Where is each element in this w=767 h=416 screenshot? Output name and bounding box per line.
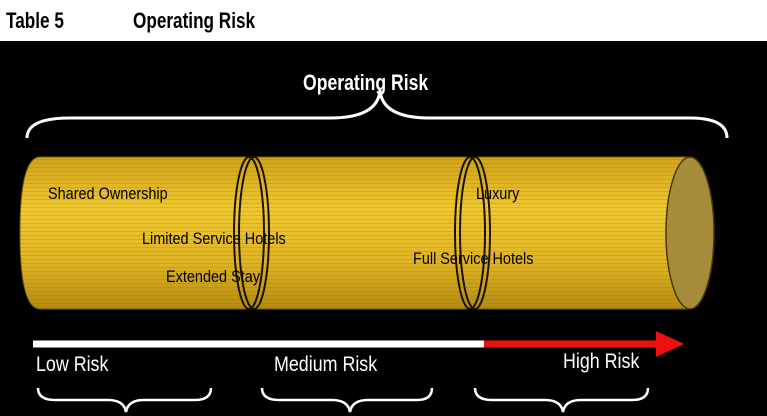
medium-risk-brace (260, 387, 434, 413)
top-brace (25, 89, 729, 139)
diagram-title: Operating Risk (303, 70, 429, 95)
segment-label-luxury: Luxury (476, 184, 520, 203)
high-risk-brace (473, 387, 650, 413)
cylinder (19, 156, 715, 310)
segment-label-shared-ownership: Shared Ownership (48, 184, 168, 203)
table-title: Operating Risk (133, 8, 256, 33)
risk-label-high: High Risk (563, 350, 640, 373)
table-number: Table 5 (6, 8, 64, 33)
segment-label-extended-stay: Extended Stay (166, 267, 260, 286)
low-risk-brace (36, 387, 213, 413)
risk-label-low: Low Risk (36, 353, 109, 376)
segment-label-full-service-hotels: Full Service Hotels (413, 249, 534, 268)
segment-divider-1 (233, 156, 270, 310)
risk-label-medium: Medium Risk (274, 353, 378, 376)
arrow-head (656, 331, 684, 357)
segment-divider-2 (454, 156, 491, 310)
segment-label-limited-service-hotels: Limited Service Hotels (142, 229, 286, 248)
cylinder-end-cap (665, 156, 715, 310)
header-bar: Table 5 Operating Risk (0, 0, 767, 41)
